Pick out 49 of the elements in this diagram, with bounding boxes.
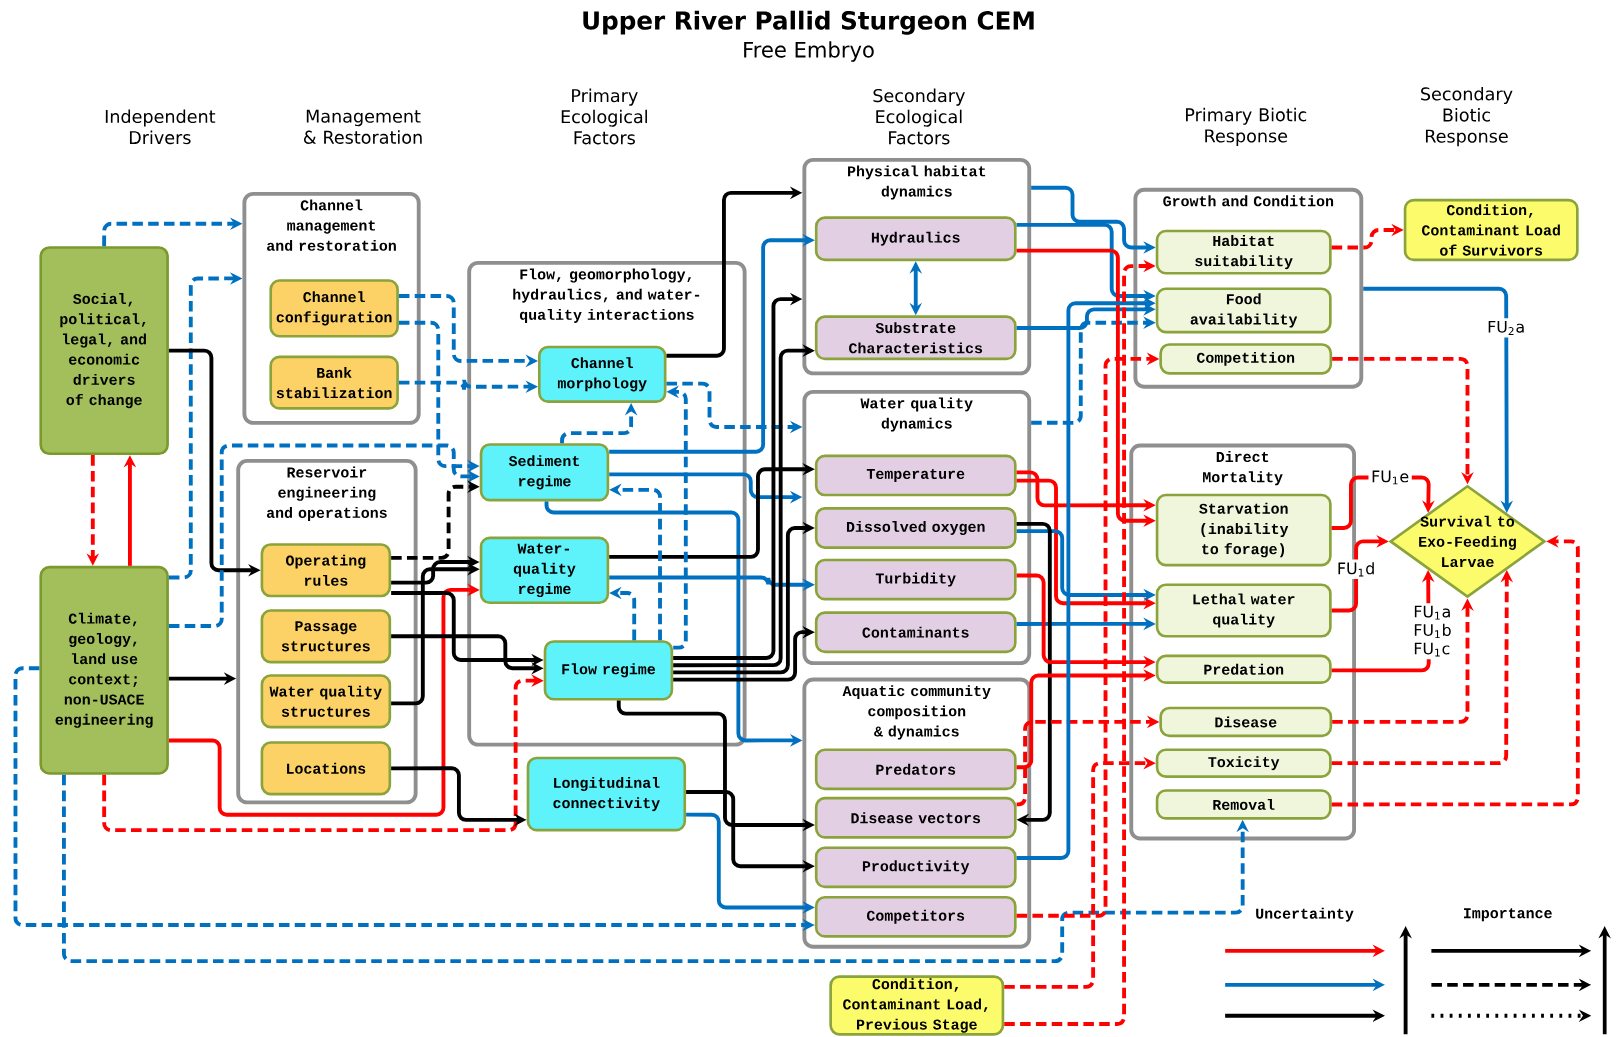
column-heading: Management & Restoration: [303, 109, 422, 144]
process-box: Starvation (inability to forage): [1155, 493, 1332, 567]
process-box: Sediment regime: [479, 442, 610, 502]
process-box: Condition, Contaminant Load, Previous Stage: [829, 975, 1005, 1036]
column-heading: Primary Biotic Response: [1186, 107, 1307, 146]
column-heading: Primary Ecological Factors: [561, 88, 647, 145]
process-box: Temperature: [814, 454, 1017, 497]
process-box: Channel configuration: [269, 278, 399, 338]
process-box: Productivity: [814, 846, 1017, 889]
edge-label: FU$_{1}$a FU$_{1}$b FU$_{1}$c: [1410, 602, 1451, 659]
edge-label: FU$_{1}$e: [1368, 467, 1412, 487]
process-box: Competitors: [814, 895, 1017, 938]
process-box: Channel morphology: [538, 345, 667, 403]
column-heading: Secondary Biotic Response: [1421, 86, 1513, 146]
process-box: Bank stabilization: [269, 355, 399, 410]
process-box: Hydraulics: [814, 216, 1017, 261]
process-box: Water-quality regime: [479, 536, 610, 604]
process-box: Social, political, legal, and economic drivers of change: [39, 245, 169, 455]
process-box: Operating rules: [260, 542, 392, 598]
process-box: Locations: [260, 741, 392, 796]
process-box: Passage structures: [260, 608, 392, 664]
process-box: Disease: [1159, 706, 1333, 737]
process-box: Habitat suitability: [1155, 229, 1332, 275]
process-box: Contaminants: [814, 611, 1017, 653]
column-heading: Secondary Ecological Factors: [873, 88, 965, 145]
process-box: Toxicity: [1155, 748, 1332, 778]
process-box: Predation: [1155, 654, 1332, 684]
process-box: Water quality structures: [260, 673, 392, 729]
edge-label: FU$_{2}$a: [1484, 318, 1528, 338]
process-box: Climate, geology, land use context; non-USACE engineering: [39, 565, 169, 775]
process-box: Food availability: [1155, 287, 1332, 334]
process-box: Condition, Contaminant Load of Survivors: [1403, 198, 1579, 261]
process-box: Flow regime: [543, 639, 674, 701]
process-box: Dissolved oxygen: [814, 506, 1017, 549]
subtitle: Free Embryo: [744, 41, 874, 62]
process-box: Lethal water quality: [1155, 583, 1332, 638]
arrow: [1016, 521, 1052, 826]
process-box: Predators: [814, 748, 1017, 791]
legend-heading: Importance: [1464, 908, 1552, 922]
process-box: Removal: [1155, 788, 1332, 820]
edge-label: FU$_{1}$d: [1334, 559, 1378, 579]
process-box: Turbidity: [814, 558, 1017, 601]
process-box: Substrate Characteristics: [814, 315, 1017, 360]
title: Upper River Pallid Sturgeon CEM: [583, 10, 1034, 35]
legend-heading: Uncertainty: [1256, 907, 1354, 922]
process-box: Disease vectors: [814, 796, 1017, 839]
process-box: Competition: [1159, 342, 1333, 375]
process-box: Longitudinal connectivity: [526, 756, 687, 832]
column-heading: Independent Drivers: [105, 109, 216, 144]
